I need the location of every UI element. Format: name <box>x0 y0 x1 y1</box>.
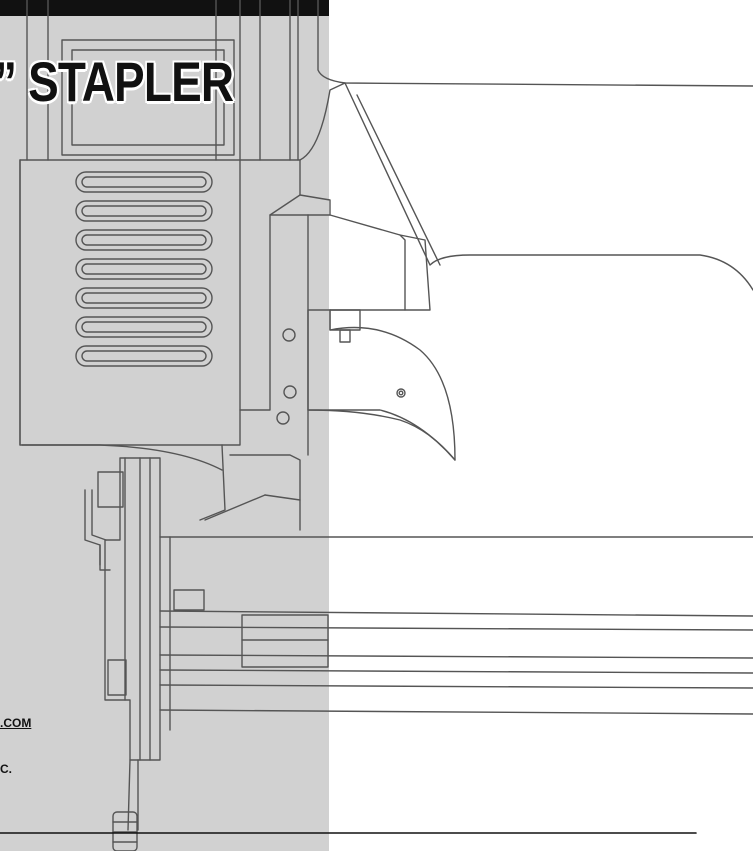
footer-website-link[interactable]: .COM <box>0 716 32 730</box>
stapler-trigger <box>307 309 456 461</box>
vent-slots <box>75 171 213 367</box>
gray-side-panel <box>0 0 329 851</box>
side-screws <box>276 214 309 456</box>
top-black-bar <box>0 0 329 16</box>
stapler-body <box>19 82 431 446</box>
page-title: ” STAPLER <box>0 49 235 114</box>
nose-assembly <box>21 444 301 851</box>
stapler-top-cap <box>26 0 753 161</box>
stapler-handle <box>307 82 753 461</box>
footer-company-text: C. <box>0 762 12 776</box>
magazine-rails <box>159 536 753 731</box>
